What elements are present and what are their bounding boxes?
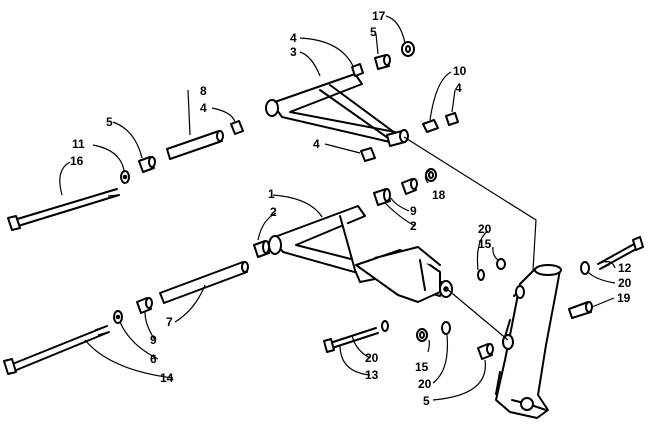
callout-7: 7 [166,315,173,329]
lower-bushing-part-2-right [373,188,391,206]
sleeve-part-7 [159,261,249,304]
washer-part-20-lower-left [381,320,389,332]
callout-14: 14 [160,371,174,385]
callout-1: 1 [268,187,275,201]
nut-part-18 [425,168,437,182]
bushing-part-4-lower [360,147,376,162]
sleeve-part-8 [166,130,224,160]
callout-20-lower-left: 20 [365,351,379,365]
callout-15-upper: 15 [478,237,492,251]
washer-part-20-upper [477,269,485,281]
assembly-lines [403,136,537,341]
callout-11: 11 [72,137,85,151]
nut-part-15-upper [496,258,506,270]
spacer-part-5-left [138,156,156,173]
washer-part-6 [113,310,123,324]
nut-part-17 [401,41,415,57]
bushing-part-4-right [445,112,459,126]
callout-9-lower: 9 [150,333,157,347]
callout-8: 8 [200,84,207,98]
callout-19: 19 [617,291,631,305]
callout-2-left: 2 [270,205,277,219]
callout-6: 6 [150,352,157,366]
callout-4-right: 4 [455,81,462,95]
callout-17: 17 [372,9,386,23]
callout-4-left: 4 [200,101,207,115]
callout-labels: 17 5 4 3 10 4 8 4 5 4 11 16 18 1 9 2 2 2… [70,9,632,408]
callout-20-upper: 20 [478,222,492,236]
callout-13: 13 [365,368,379,382]
spacer-part-9-lower [136,297,153,314]
sleeve-part-10 [422,119,439,133]
callout-20-right: 20 [618,276,632,290]
callout-15-lower: 15 [415,360,429,374]
callout-16: 16 [70,154,84,168]
leader-lines [59,15,616,401]
bolt-part-13 [323,327,379,353]
callout-5-lower: 5 [423,394,430,408]
bolt-part-12 [597,236,644,270]
bolt-part-14 [3,325,110,375]
spacer-part-9-upper [401,178,418,195]
callout-9-upper: 9 [410,204,417,218]
bushing-part-4-left [230,120,244,135]
upper-a-arm [265,73,396,143]
spindle [495,264,562,419]
nut-part-15-lower [416,328,428,342]
callout-5-left: 5 [106,115,113,129]
callout-2-right: 2 [410,219,417,233]
washer-part-20-right [580,261,590,275]
washer-part-11 [120,170,130,184]
callout-4-top: 4 [290,31,297,45]
callout-18: 18 [432,188,446,202]
lower-bushing-part-2-left [253,240,270,258]
upper-bushing-rear [386,129,409,147]
callout-3: 3 [290,45,297,59]
pin-part-19 [568,301,593,319]
callout-20-lower-right: 20 [418,377,432,391]
bushing-part-4-upper [351,63,364,77]
callout-4-lower: 4 [313,137,320,151]
lower-a-arm [268,205,453,303]
spacer-part-5-lower [477,343,494,360]
spacer-part-5-upper [374,54,391,70]
washer-part-20-lower-right [441,321,451,335]
callout-5-top: 5 [370,25,377,39]
bolt-part-16 [7,188,120,231]
callout-12: 12 [618,261,632,275]
callout-10: 10 [453,64,467,78]
